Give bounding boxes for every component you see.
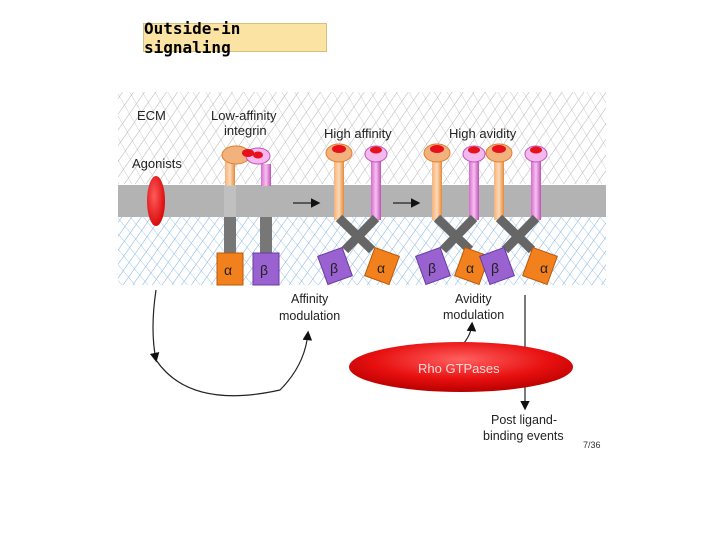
beta-subunit-3: β	[428, 260, 436, 276]
agonists-label: Agonists	[132, 156, 182, 171]
low-affinity-integrin: α β	[216, 145, 280, 286]
beta-subunit-4: β	[491, 260, 499, 276]
avidity-modulation-label: Avidity	[455, 292, 492, 306]
cell-membrane	[118, 185, 606, 217]
slide-number: 7/36	[583, 440, 601, 450]
alpha-subunit-2: α	[377, 260, 385, 276]
rho-gtpases-label: Rho GTPases	[418, 361, 500, 376]
affinity-modulation-label: Affinity	[291, 292, 329, 306]
ecm-matrix	[118, 92, 606, 184]
beta-subunit-1: β	[260, 262, 268, 278]
avidity-modulation-label-2: modulation	[443, 308, 504, 322]
rho-gtpases-ellipse	[349, 342, 573, 392]
alpha-subunit-1: α	[224, 262, 232, 278]
alpha-subunit-3: α	[466, 260, 474, 276]
post-ligand-label-2: binding events	[483, 429, 564, 443]
post-ligand-label: Post ligand-	[491, 413, 557, 427]
low-affinity-label: Low-affinity	[211, 108, 277, 123]
ecm-label: ECM	[137, 108, 166, 123]
slide-title: Outside-in signaling	[143, 19, 327, 57]
high-avidity-label: High avidity	[449, 126, 517, 141]
agonist-ellipse	[147, 176, 165, 226]
high-affinity-label: High affinity	[324, 126, 392, 141]
low-affinity-label-2: integrin	[224, 123, 267, 138]
beta-subunit-2: β	[330, 260, 338, 276]
alpha-subunit-4: α	[540, 260, 548, 276]
high-affinity-integrin: β α	[317, 143, 400, 286]
affinity-modulation-label-2: modulation	[279, 309, 340, 323]
high-avidity-integrin-2: β α	[479, 143, 558, 286]
